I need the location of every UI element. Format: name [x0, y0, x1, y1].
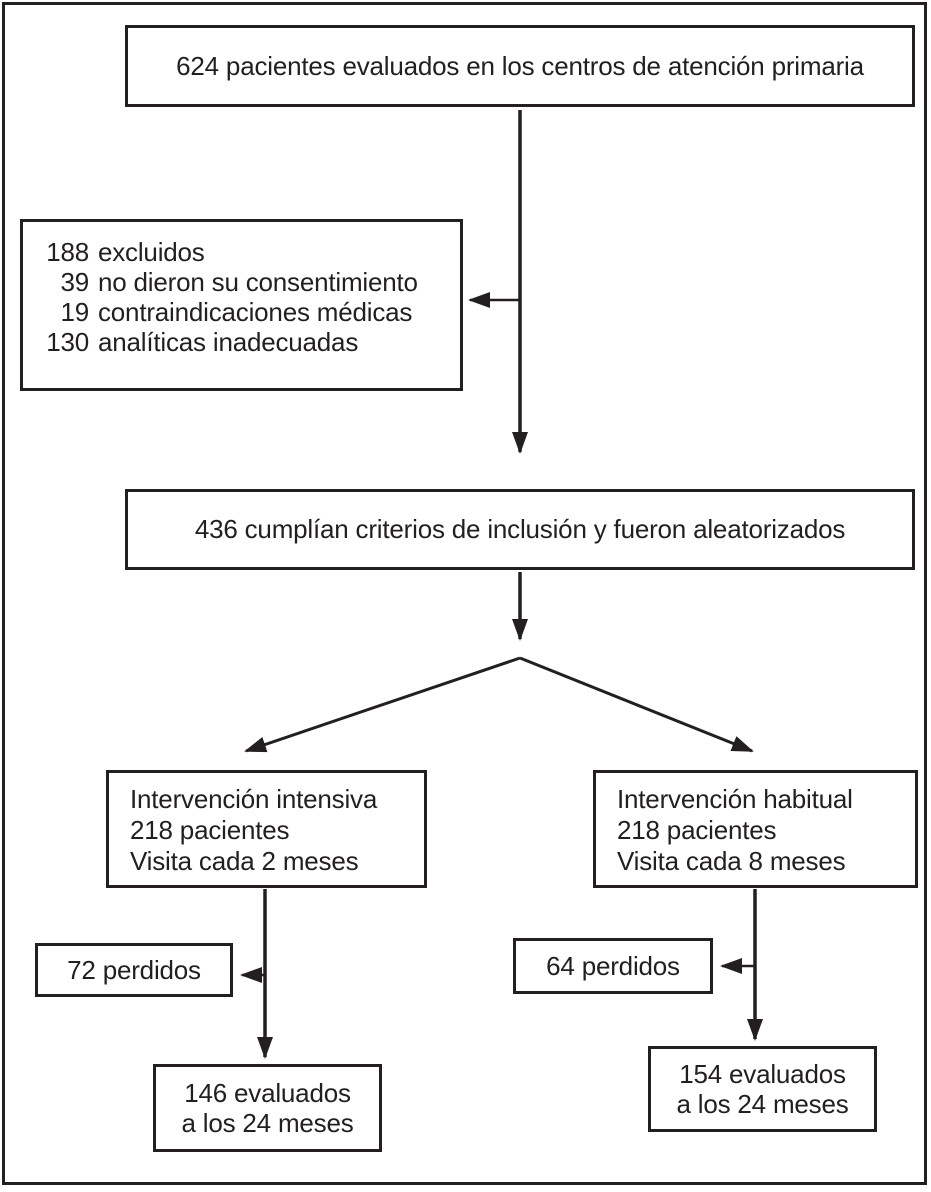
excluded-row: 39 no dieron su consentimiento [43, 267, 452, 297]
box-lost-intensive: 72 perdidos [35, 943, 233, 997]
excluded-count: 39 [60, 267, 89, 297]
excluded-label: no dieron su consentimiento [98, 267, 418, 297]
habitual-line: Visita cada 8 meses [617, 846, 846, 876]
assessed-text: 624 pacientes evaluados en los centros d… [176, 50, 864, 81]
excluded-label: contraindicaciones médicas [98, 297, 413, 327]
excluded-count: 19 [60, 297, 89, 327]
randomized-text: 436 cumplían criterios de inclusión y fu… [194, 514, 846, 544]
excluded-row: 19 contraindicaciones médicas [43, 297, 452, 327]
box-assessed: 624 pacientes evaluados en los centros d… [125, 25, 915, 107]
excluded-count: 188 [46, 237, 89, 267]
habitual-line: Intervención habitual [617, 784, 853, 814]
excluded-row: 188 excluidos [43, 237, 452, 267]
evaluated-habitual-line: 154 evaluados [679, 1059, 846, 1089]
lost-intensive-text: 72 perdidos [67, 954, 201, 985]
box-evaluated-intensive: 146 evaluados a los 24 meses [153, 1064, 382, 1152]
excluded-label: analíticas inadecuadas [98, 327, 359, 357]
box-randomized: 436 cumplían criterios de inclusión y fu… [125, 489, 915, 570]
excluded-count: 130 [46, 327, 89, 357]
intensive-line: Visita cada 2 meses [130, 846, 359, 876]
arrow-split-left [244, 656, 521, 753]
excluded-row: 130 analíticas inadecuadas [43, 327, 452, 357]
box-intervention-intensive: Intervención intensiva 218 pacientes Vis… [106, 770, 427, 888]
box-evaluated-habitual: 154 evaluados a los 24 meses [648, 1046, 877, 1132]
habitual-line: 218 pacientes [617, 815, 777, 845]
intensive-line: 218 pacientes [130, 815, 290, 845]
box-intervention-habitual: Intervención habitual 218 pacientes Visi… [593, 770, 918, 888]
evaluated-intensive-line: a los 24 meses [181, 1108, 354, 1138]
arrow-split-right [519, 656, 754, 753]
excluded-label: excluidos [98, 237, 205, 267]
evaluated-habitual-line: a los 24 meses [676, 1089, 849, 1119]
box-lost-habitual: 64 perdidos [513, 938, 713, 994]
box-excluded: 188 excluidos 39 no dieron su consentimi… [20, 219, 463, 391]
lost-habitual-text: 64 perdidos [546, 950, 680, 981]
intensive-line: Intervención intensiva [130, 784, 378, 814]
evaluated-intensive-line: 146 evaluados [184, 1078, 351, 1108]
